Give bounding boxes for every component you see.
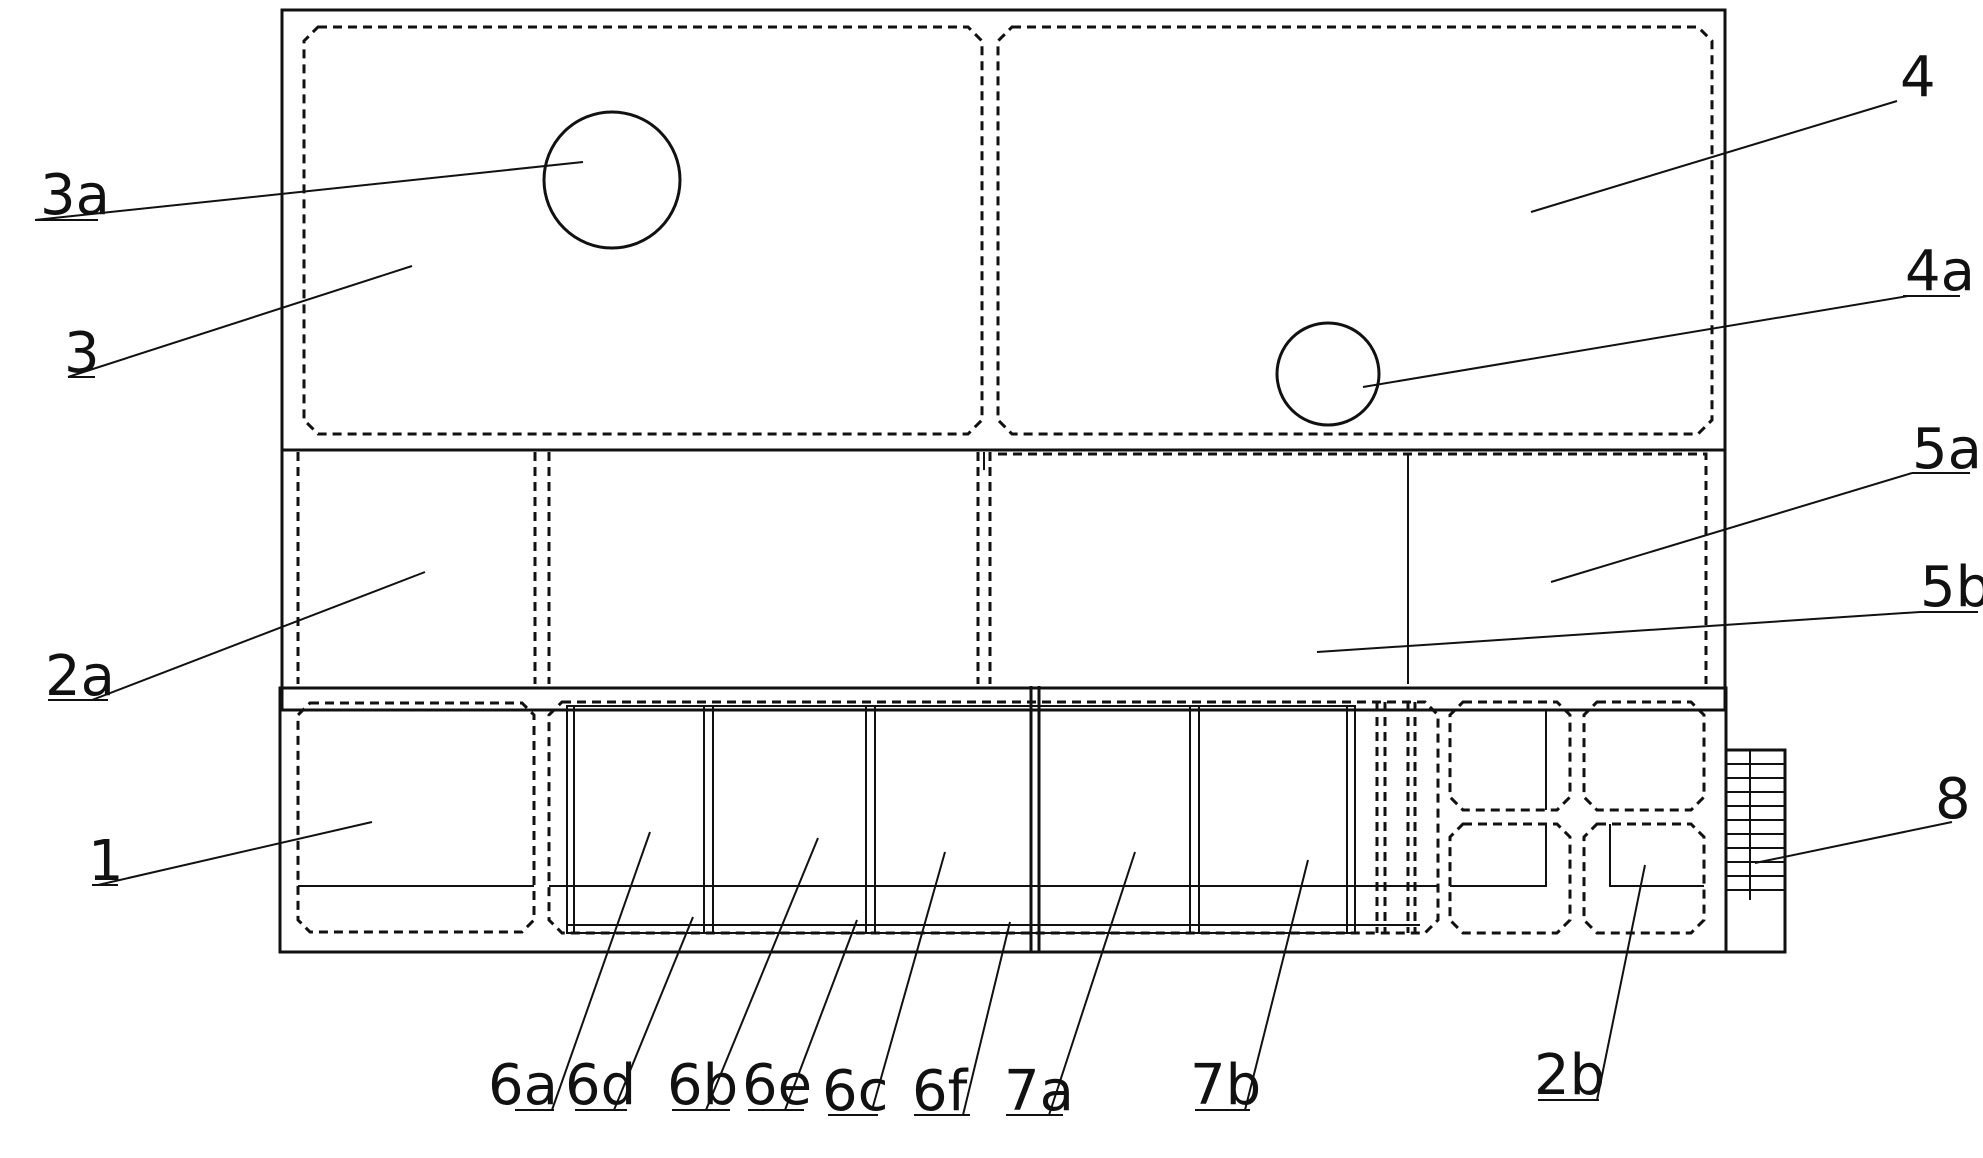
- stair-8: [1724, 748, 1787, 954]
- opening-4a: [1275, 321, 1381, 427]
- central-bay: [547, 700, 1440, 935]
- label-3a: 3a: [40, 163, 110, 228]
- small-compartment-c: [1448, 822, 1572, 935]
- label-underlines: [35, 219, 1978, 1116]
- label-6e: 6e: [742, 1053, 812, 1118]
- label-8: 8: [1935, 767, 1971, 832]
- label-7b: 7b: [1190, 1053, 1261, 1118]
- compartment-5b: [998, 452, 1708, 684]
- label-6a: 6a: [488, 1053, 558, 1118]
- outer-frame: [280, 8, 1727, 712]
- label-6c: 6c: [822, 1059, 888, 1124]
- leader-lines: [34, 100, 1953, 1116]
- lower-frame: [278, 686, 1728, 954]
- opening-3a: [542, 110, 682, 250]
- label-2a: 2a: [45, 644, 115, 709]
- label-2b: 2b: [1534, 1043, 1605, 1108]
- small-inner-line-c: [1609, 824, 1704, 887]
- compartment-3: [302, 25, 984, 436]
- compartment-1: [296, 701, 536, 934]
- stair-treads: [1726, 750, 1785, 900]
- label-6d: 6d: [565, 1053, 636, 1118]
- inner-rail-frame: [566, 705, 1356, 934]
- small-compartment-b: [1582, 700, 1706, 812]
- label-6b: 6b: [667, 1053, 738, 1118]
- label-5a: 5a: [1912, 417, 1982, 482]
- label-1: 1: [88, 829, 124, 894]
- small-compartment-2b: [1582, 822, 1706, 935]
- label-5b: 5b: [1920, 555, 1983, 620]
- label-3: 3: [64, 321, 100, 386]
- label-7a: 7a: [1004, 1059, 1074, 1124]
- compartment-4: [996, 25, 1714, 436]
- small-inner-line-b: [1450, 824, 1547, 887]
- small-compartment-a: [1448, 700, 1572, 812]
- label-6f: 6f: [912, 1059, 969, 1124]
- label-4a: 4a: [1905, 239, 1975, 304]
- label-4: 4: [1900, 45, 1936, 110]
